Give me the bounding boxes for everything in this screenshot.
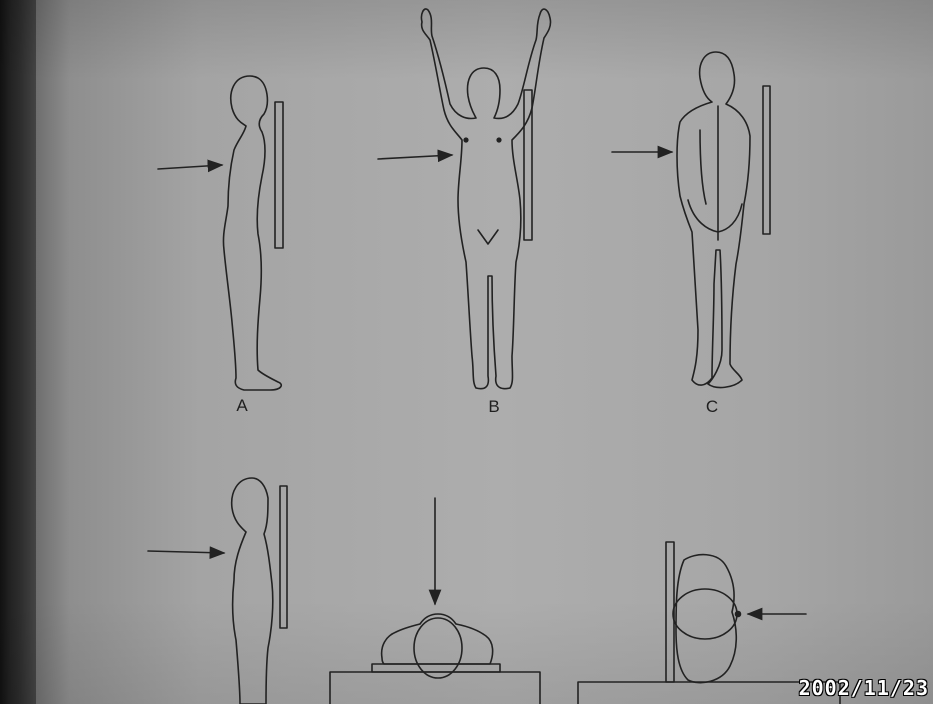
figure-a-silhouette [223, 76, 281, 390]
figure-b-arrow [378, 155, 452, 159]
figure-d-silhouette [232, 478, 273, 704]
figure-c-wall-board [763, 86, 770, 234]
figure-b-front-view [378, 9, 551, 389]
figure-f-nose-marker [736, 612, 741, 617]
figure-a-arrow [158, 165, 222, 169]
figure-b-label: B [479, 397, 509, 417]
camera-date-stamp: 2002/11/23 [799, 676, 929, 700]
figure-d-arrow [148, 551, 224, 553]
figure-a-side-view [158, 76, 283, 390]
figure-e-body [382, 614, 493, 664]
figure-c-silhouette [677, 52, 750, 387]
figure-c-back-lines [688, 106, 742, 240]
figure-d-side-view [148, 478, 287, 704]
figure-e-top-view [330, 498, 540, 704]
figure-c-label: C [697, 397, 727, 417]
figure-f-body [676, 555, 736, 683]
figure-c-back-view [612, 52, 770, 387]
figure-d-wall-board [280, 486, 287, 628]
figure-a-label: A [227, 396, 257, 416]
figure-e-table [330, 672, 540, 704]
figure-b-pelvis-line [478, 230, 498, 244]
figure-b-silhouette [421, 9, 550, 389]
figure-b-marker-right [497, 138, 501, 142]
figure-b-marker-left [464, 138, 468, 142]
figure-e-head [414, 618, 462, 678]
figure-f-head [673, 589, 737, 639]
figure-e-pad [372, 664, 500, 672]
figure-a-wall-board [275, 102, 283, 248]
